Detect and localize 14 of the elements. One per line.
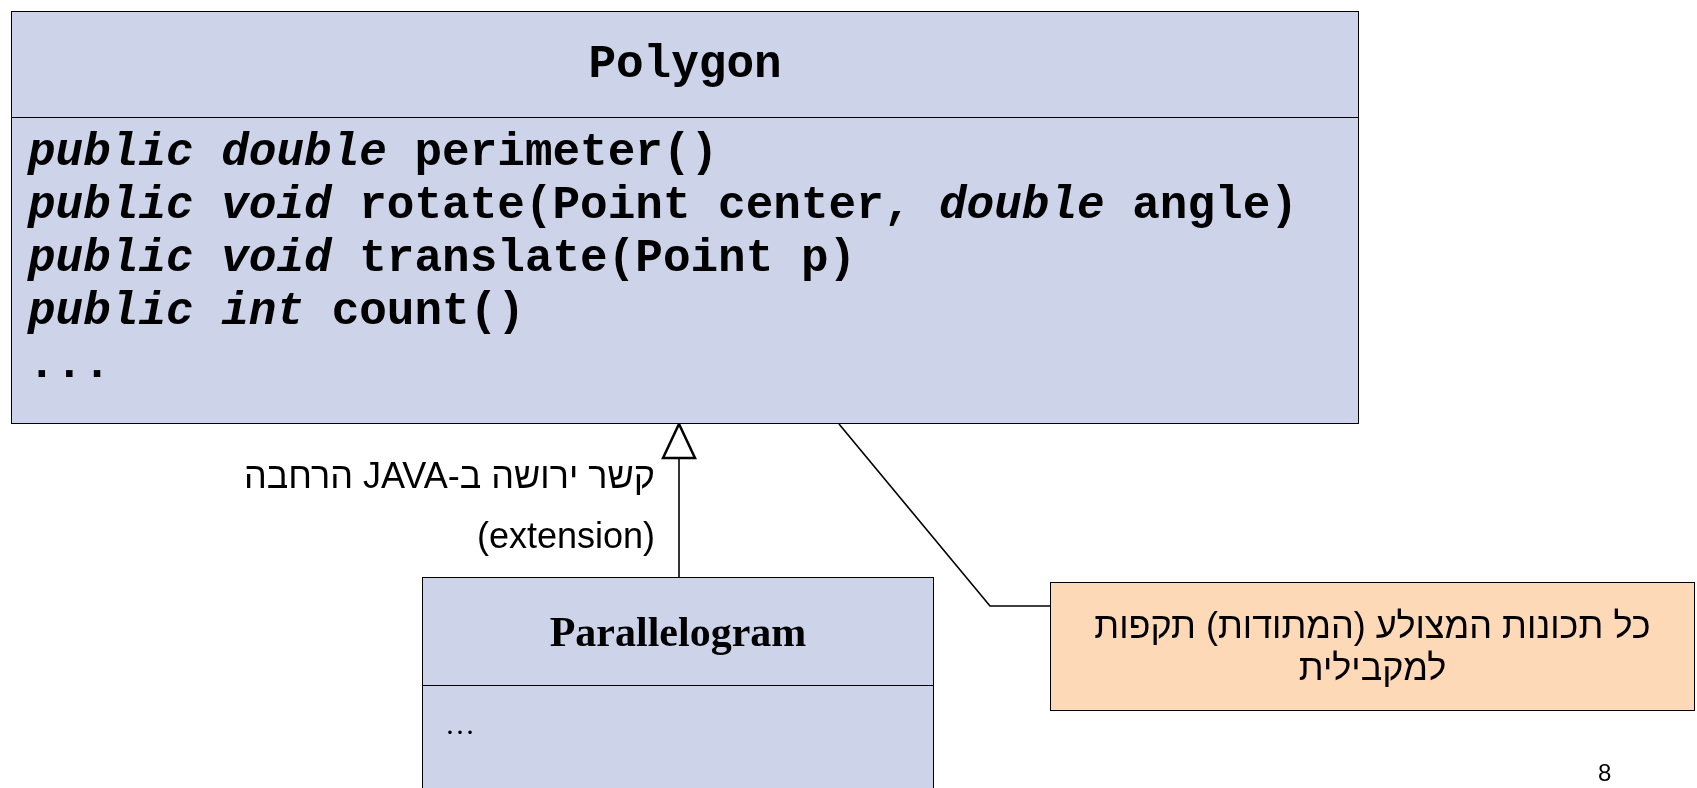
inheritance-arrow bbox=[661, 422, 697, 578]
class-box bbox=[11, 11, 1359, 424]
method-signature: public int count() bbox=[28, 286, 525, 339]
class-name: Parallelogram bbox=[549, 607, 807, 656]
class-name: Polygon bbox=[588, 38, 782, 91]
class-body-text: … bbox=[445, 707, 475, 741]
method-signature: public void rotate(Point center, double angle) bbox=[28, 180, 1298, 233]
page-number: 8 bbox=[1598, 760, 1612, 786]
method-signature: public double perimeter() bbox=[28, 127, 719, 180]
method-signature: public void translate(Point p) bbox=[28, 233, 857, 286]
leader-line bbox=[838, 423, 1051, 607]
method-signature: ... bbox=[28, 339, 111, 392]
class-box bbox=[422, 577, 934, 788]
note-box: כל תכונות המצולע (המתודות) תקפות למקבילית bbox=[1050, 582, 1695, 711]
